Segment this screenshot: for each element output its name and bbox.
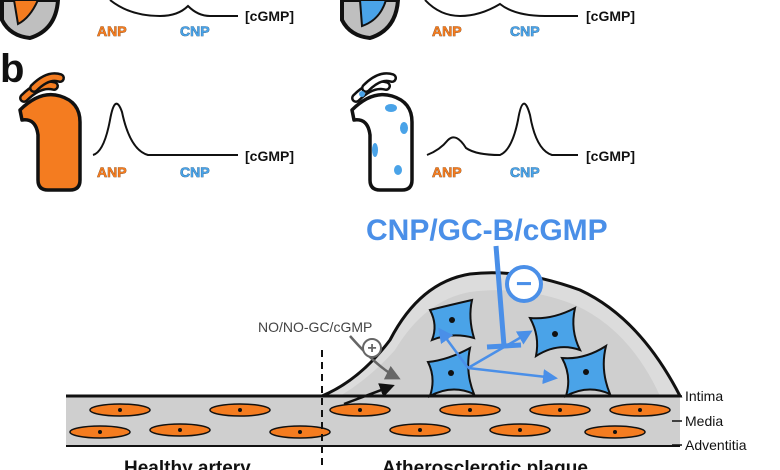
no-plus-circle: [362, 338, 382, 358]
panel-b-right: ANP CNP [cGMP]: [350, 72, 635, 192]
top-left-cnp-label: CNP: [180, 23, 210, 39]
panel-b-right-anp-label: ANP: [432, 164, 462, 180]
top-row-left: ANP CNP [cGMP]: [0, 0, 294, 41]
healthy-artery-label: Healthy artery: [124, 458, 251, 470]
inhibit-circle: [505, 265, 543, 303]
top-left-vessel-icon: [0, 0, 61, 41]
diseased-cgmp-curve: [426, 102, 578, 157]
panel-b-left-anp-label: ANP: [97, 164, 127, 180]
inhibition-bar: [486, 342, 522, 350]
cnp-arrow: [438, 327, 470, 369]
media-cell: [584, 425, 646, 439]
inhibit-symbol: −: [516, 268, 532, 299]
no-pathway-label: NO/NO-GC/cGMP: [258, 319, 372, 335]
panel-b-left: ANP CNP [cGMP]: [18, 72, 294, 192]
panel-b-right-cnp-label: CNP: [510, 164, 540, 180]
cnp-arrow: [467, 330, 533, 370]
diseased-artery-icon: [350, 72, 414, 192]
media-cell: [489, 423, 551, 437]
plaque-cell: [528, 306, 583, 359]
smooth-muscle-cells-media: [69, 403, 671, 439]
adventitia-label: Adventitia: [685, 437, 747, 453]
top-right-vessel-icon: [340, 0, 401, 41]
intima-label: Intima: [685, 388, 723, 404]
top-right-anp-label: ANP: [432, 23, 462, 39]
healthy-cgmp-curve: [92, 102, 238, 156]
panel-b-label: b: [0, 47, 24, 91]
media-cell: [209, 403, 271, 417]
no-plus-symbol: +: [367, 340, 376, 357]
inhibition-line: [493, 245, 507, 347]
adventitia-layer: [66, 396, 680, 446]
media-cell: [329, 403, 391, 417]
cnp-pathway-title: CNP/GC-B/cGMP: [366, 214, 608, 247]
vessel-wall: + NO/NO-GC/cGMP − CNP/GC-B/cGMP: [66, 214, 683, 470]
media-label: Media: [685, 413, 723, 429]
plaque-cell: [560, 343, 612, 399]
media-cell: [149, 423, 211, 437]
media-cell: [609, 403, 671, 417]
top-left-anp-label: ANP: [97, 23, 127, 39]
healthy-artery-icon: [18, 72, 82, 192]
media-cell: [269, 425, 331, 439]
top-right-cgmp-label: [cGMP]: [586, 8, 635, 24]
top-row-right: ANP CNP [cGMP]: [340, 0, 635, 41]
top-left-cgmp-curve: [109, 0, 238, 18]
top-left-cgmp-label: [cGMP]: [245, 8, 294, 24]
panel-b-left-cgmp-label: [cGMP]: [245, 148, 294, 164]
cnp-pathway-arrows: [438, 327, 558, 385]
media-cell: [389, 423, 451, 437]
cnp-arrow: [467, 366, 558, 385]
media-cell: [89, 403, 151, 417]
layer-labels: Intima Media Adventitia: [660, 388, 747, 453]
panel-b-right-cgmp-label: [cGMP]: [586, 148, 635, 164]
no-pathway-arrow: [349, 335, 401, 380]
top-right-cnp-label: CNP: [510, 23, 540, 39]
media-cell: [69, 425, 131, 439]
plaque-label: Atherosclerotic plaque: [382, 458, 588, 470]
top-right-cgmp-curve: [424, 0, 578, 18]
media-cell: [439, 403, 501, 417]
migration-arrow: [343, 383, 395, 406]
media-cell: [529, 403, 591, 417]
panel-b-left-cnp-label: CNP: [180, 164, 210, 180]
